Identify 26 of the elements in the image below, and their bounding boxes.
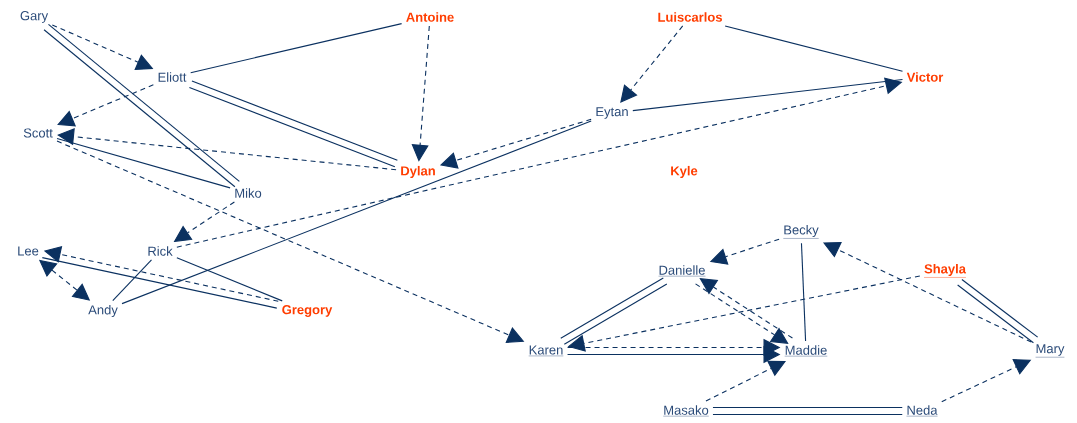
name-label: Maddie: [784, 345, 828, 357]
arrow: [620, 25, 684, 103]
name-label: Becky: [783, 224, 819, 239]
name-label: Eliott: [158, 72, 187, 82]
name-label: Victor: [906, 72, 944, 82]
name-label: Gregory: [282, 305, 333, 317]
name-label: Neda: [906, 405, 938, 417]
name-label: Mary: [1035, 344, 1065, 358]
name-label: Antoine: [406, 12, 454, 22]
name-label: Eytan: [596, 107, 628, 119]
name-label: Kyle: [671, 165, 698, 179]
name-label: Danielle: [658, 265, 706, 277]
name-label: Luiscarlos: [658, 12, 722, 22]
name-label: Lee: [18, 246, 39, 256]
name-label: Masako: [663, 405, 709, 417]
arrow: [57, 128, 397, 171]
name-label: Miko: [235, 188, 262, 198]
name-label: Karen: [528, 345, 564, 357]
name-label: Shayla: [923, 263, 967, 278]
name-label: Gary: [20, 11, 49, 23]
name-label: Dylan: [401, 165, 435, 179]
name-label: Andy: [88, 304, 118, 318]
name-label: Scott: [23, 128, 53, 138]
name-label: Rick: [148, 246, 173, 256]
arrow: [411, 25, 430, 162]
arrow: [57, 84, 154, 127]
